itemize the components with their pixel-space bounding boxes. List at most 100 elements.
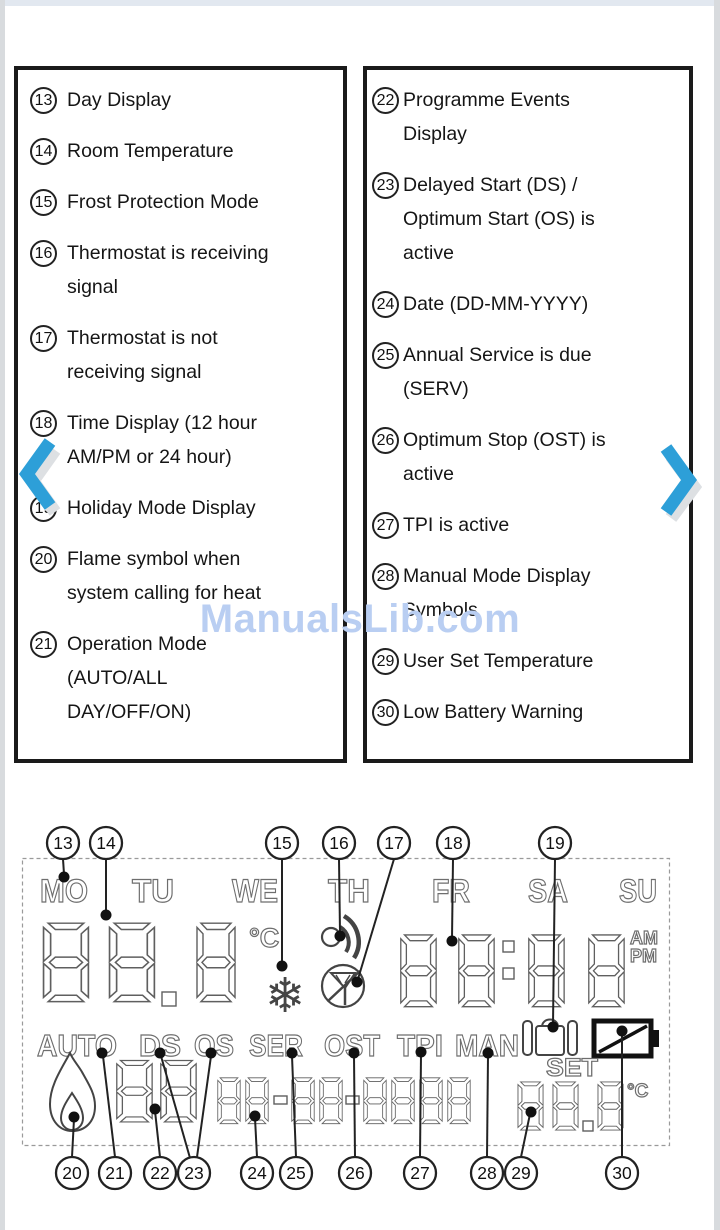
- legend-item: 20 Flame symbol when system calling for …: [30, 542, 335, 610]
- callout-26: 26: [337, 1047, 373, 1191]
- svg-text:20: 20: [62, 1163, 82, 1183]
- callout-19: 19: [537, 825, 573, 1033]
- item-number-badge: 14: [30, 138, 57, 165]
- item-number-badge: 17: [30, 325, 57, 352]
- item-number-badge: 22: [372, 87, 399, 114]
- item-text: Day Display: [67, 89, 172, 111]
- item-text: Operation Mode (AUTO/ALL DAY/OFF/ON): [67, 633, 207, 723]
- svg-text:16: 16: [329, 833, 348, 853]
- item-number-badge: 29: [372, 648, 399, 675]
- item-text: Programme Events Display: [403, 89, 570, 145]
- item-text: Time Display (12 hour AM/PM or 24 hour): [67, 412, 258, 468]
- callout-30: 30: [604, 1025, 640, 1191]
- callouts: 13 14 15 16 17 18: [45, 825, 640, 1191]
- callout-22: 22: [142, 1103, 178, 1191]
- signal-not-receiving-icon: [320, 963, 366, 1009]
- callout-17: 17: [351, 825, 412, 988]
- date-display: [217, 1077, 471, 1125]
- item-text: Low Battery Warning: [403, 701, 584, 723]
- item-text: Manual Mode Display Symbols: [403, 565, 591, 621]
- legend-item: 18 Time Display (12 hour AM/PM or 24 hou…: [30, 406, 335, 474]
- day-label-we: WE: [232, 873, 278, 909]
- item-text: Room Temperature: [67, 140, 234, 162]
- svg-text:17: 17: [384, 833, 403, 853]
- svg-text:24: 24: [247, 1163, 267, 1183]
- svg-text:25: 25: [286, 1163, 305, 1183]
- svg-text:19: 19: [545, 833, 564, 853]
- previous-page-button[interactable]: [10, 434, 62, 523]
- time-display: AM PM: [400, 927, 659, 1008]
- mode-label-os: OS: [194, 1028, 234, 1063]
- celsius-label: °C: [249, 923, 279, 953]
- set-temperature-display: SET °C: [517, 1053, 649, 1132]
- legend-item: 28 Manual Mode Display Symbols: [372, 559, 681, 627]
- legend-item: 26 Optimum Stop (OST) is active: [372, 423, 681, 491]
- legend-item: 25 Annual Service is due (SERV): [372, 338, 681, 406]
- legend-item: 14 Room Temperature: [30, 134, 335, 168]
- svg-text:28: 28: [477, 1163, 496, 1183]
- legend-item: 17 Thermostat is not receiving signal: [30, 321, 335, 389]
- item-number-badge: 28: [372, 563, 399, 590]
- item-text: Annual Service is due (SERV): [403, 344, 592, 400]
- legend-item: 30 Low Battery Warning: [372, 695, 681, 729]
- item-text: Frost Protection Mode: [67, 191, 259, 213]
- lcd-diagram: MO TU WE TH FR SA SU °C ❄: [21, 825, 671, 1191]
- pm-label: PM: [630, 946, 657, 966]
- page-edge-right: [714, 0, 720, 1230]
- legend-item: 21 Operation Mode (AUTO/ALL DAY/OFF/ON): [30, 627, 335, 729]
- callout-13: 13: [45, 825, 81, 883]
- svg-text:18: 18: [443, 833, 462, 853]
- next-page-button[interactable]: [654, 440, 706, 529]
- svg-text:13: 13: [53, 833, 72, 853]
- svg-text:27: 27: [410, 1163, 429, 1183]
- callout-15: 15: [264, 825, 300, 972]
- legend-item: 22 Programme Events Display: [372, 83, 681, 151]
- legend-item: 16 Thermostat is receiving signal: [30, 236, 335, 304]
- svg-text:29: 29: [511, 1163, 530, 1183]
- day-label-tu: TU: [132, 873, 174, 909]
- item-number-badge: 23: [372, 172, 399, 199]
- callout-20: 20: [54, 1111, 90, 1191]
- legend-item: 27 TPI is active: [372, 508, 681, 542]
- callout-14: 14: [88, 825, 124, 921]
- item-text: Thermostat is not receiving signal: [67, 327, 218, 383]
- callout-24: 24: [239, 1110, 275, 1191]
- callout-25: 25: [278, 1047, 314, 1191]
- svg-text:14: 14: [96, 833, 116, 853]
- callout-23: 23: [154, 1047, 217, 1191]
- item-text: Holiday Mode Display: [67, 497, 256, 519]
- svg-text:21: 21: [105, 1163, 124, 1183]
- callout-18: 18: [435, 825, 471, 947]
- item-number-badge: 21: [30, 631, 57, 658]
- item-text: Thermostat is receiving signal: [67, 242, 269, 298]
- day-label-su: SU: [619, 873, 657, 909]
- day-label-fr: FR: [432, 873, 470, 909]
- day-labels: MO TU WE TH FR SA SU: [39, 872, 657, 909]
- item-number-badge: 26: [372, 427, 399, 454]
- item-number-badge: 18: [30, 410, 57, 437]
- legend-item: 23 Delayed Start (DS) / Optimum Start (O…: [372, 168, 681, 270]
- item-text: User Set Temperature: [403, 650, 594, 672]
- item-number-badge: 20: [30, 546, 57, 573]
- mode-label-auto: AUTO: [37, 1028, 117, 1063]
- svg-text:15: 15: [272, 833, 291, 853]
- low-battery-icon: [591, 1018, 659, 1059]
- svg-text:26: 26: [345, 1163, 364, 1183]
- set-celsius-label: °C: [627, 1081, 649, 1102]
- day-label-th: TH: [328, 873, 370, 909]
- item-text: TPI is active: [403, 514, 510, 536]
- callout-28: 28: [469, 1047, 505, 1191]
- svg-text:30: 30: [612, 1163, 632, 1183]
- svg-text:23: 23: [184, 1163, 203, 1183]
- callout-16: 16: [321, 825, 357, 942]
- callout-21: 21: [96, 1047, 133, 1191]
- item-number-badge: 15: [30, 189, 57, 216]
- signal-receiving-icon: [320, 914, 361, 960]
- legend-box-left: 13 Day Display 14 Room Temperature 15 Fr…: [14, 66, 347, 763]
- item-number-badge: 16: [30, 240, 57, 267]
- mode-label-ser: SER: [249, 1028, 303, 1063]
- item-number-badge: 24: [372, 291, 399, 318]
- legend-box-right: 22 Programme Events Display 23 Delayed S…: [363, 66, 693, 763]
- item-number-badge: 25: [372, 342, 399, 369]
